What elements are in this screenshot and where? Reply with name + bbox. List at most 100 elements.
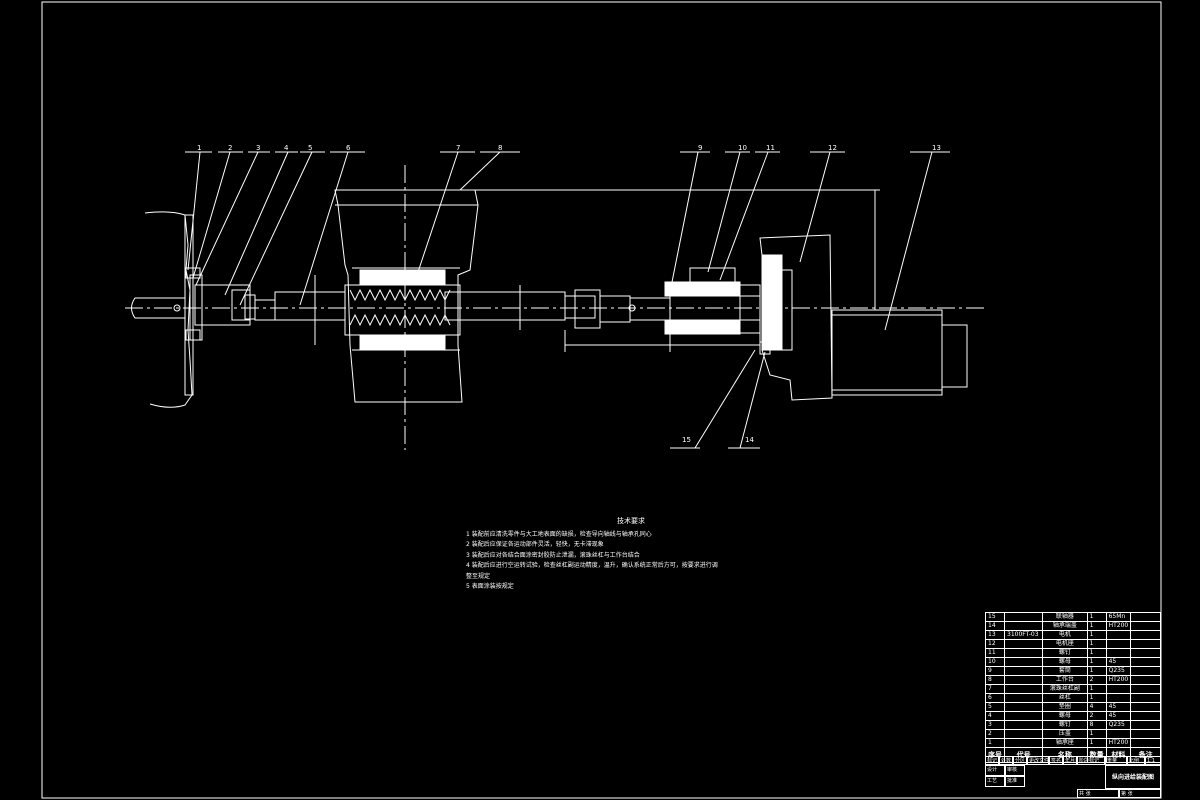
requirement-item: 3 装配后应对各结合面涂密封胶防止泄漏，滚珠丝杠与工作台结合 — [466, 551, 640, 559]
title-block: 标记处数分区更改文件号签名年月日设计审核工艺批准阶段标记重量比例1:1共 张第 … — [985, 756, 1161, 798]
sleeve-assembly — [664, 267, 771, 355]
bom-cell-material: 45 — [1105, 657, 1132, 667]
bom-cell-code — [1003, 720, 1044, 730]
bom-cell-material: 65Mn — [1105, 612, 1132, 622]
bom-cell-name: 轴承端盖 — [1042, 621, 1088, 631]
title-block-cell: 重量 — [1105, 756, 1127, 765]
bom-cell-no: 5 — [985, 702, 1005, 712]
bom-cell-note — [1130, 711, 1161, 721]
bom-cell-code: 3100FT-03 — [1003, 630, 1044, 640]
bom-cell-no: 7 — [985, 684, 1005, 694]
part-balloon-11: 11 — [766, 144, 775, 152]
bom-cell-qty: 4 — [1086, 702, 1107, 712]
bom-cell-note — [1130, 738, 1161, 748]
bom-cell-code — [1003, 612, 1044, 622]
bom-cell-no: 8 — [985, 675, 1005, 685]
bom-cell-code — [1003, 657, 1044, 667]
requirement-item: 5 表面涂装按规定 — [466, 583, 514, 590]
requirement-item: 4 装配后应进行空运转试验，检查丝杠副运动精度，温升，确认系统正常后方可，按要求… — [466, 562, 718, 569]
part-balloon-3: 3 — [256, 144, 260, 152]
bom-cell-code — [1003, 738, 1044, 748]
bom-cell-code — [1003, 648, 1044, 658]
bom-cell-note — [1130, 621, 1161, 631]
bom-cell-name: 螺母 — [1042, 711, 1088, 721]
part-balloon-1: 1 — [197, 144, 201, 152]
bom-cell-material: 45 — [1105, 702, 1132, 712]
bom-cell-name: 轴承座 — [1042, 738, 1088, 748]
bom-cell-code — [1003, 675, 1044, 685]
bom-cell-no: 9 — [985, 666, 1005, 676]
bom-cell-qty: 1 — [1086, 621, 1107, 631]
title-block-cell: 处数 — [999, 756, 1013, 765]
bom-header-no: 序号 — [985, 747, 1005, 763]
bom-cell-no: 13 — [985, 630, 1005, 640]
bom-cell-material: HT200 — [1105, 738, 1132, 748]
bom-cell-code — [1003, 621, 1044, 631]
title-block-cell: 年月日 — [1063, 756, 1077, 765]
bom-cell-note — [1130, 684, 1161, 694]
part-balloon-8: 8 — [498, 144, 502, 152]
bom-cell-qty: 2 — [1086, 711, 1107, 721]
bom-cell-note — [1130, 702, 1161, 712]
bom-cell-name: 螺钉 — [1042, 648, 1088, 658]
bom-cell-name: 螺钉 — [1042, 720, 1088, 730]
bom-cell-name: 垫圈 — [1042, 702, 1088, 712]
bom-cell-note — [1130, 657, 1161, 667]
bom-cell-code — [1003, 729, 1044, 739]
bom-cell-note — [1130, 720, 1161, 730]
bom-cell-name: 电机 — [1042, 630, 1088, 640]
part-balloon-5: 5 — [308, 144, 312, 152]
bom-cell-material — [1105, 648, 1132, 658]
bom-cell-no: 1 — [985, 738, 1005, 748]
bom-cell-note — [1130, 630, 1161, 640]
title-block-cell: 审核 — [1005, 765, 1025, 776]
title-block-cell: 批准 — [1005, 776, 1025, 787]
bom-cell-qty: 1 — [1086, 666, 1107, 676]
bom-cell-material — [1105, 693, 1132, 703]
requirement-item: 2 装配后应保证各运动部件灵活，轻快，无卡滞现象 — [466, 541, 604, 548]
bom-cell-no: 15 — [985, 612, 1005, 622]
drawing-title: 纵向进给装配图 — [1105, 765, 1161, 789]
bom-cell-no: 4 — [985, 711, 1005, 721]
bom-cell-no: 6 — [985, 693, 1005, 703]
bom-cell-note — [1130, 729, 1161, 739]
bom-cell-name: 联轴器 — [1042, 612, 1088, 622]
title-block-cell: 工艺 — [985, 776, 1005, 787]
technical-requirements-title: 技术要求 — [617, 517, 645, 525]
part-balloon-15: 15 — [682, 436, 691, 444]
bom-cell-name: 电机座 — [1042, 639, 1088, 649]
title-block-cell: 设计 — [985, 765, 1005, 776]
bom-cell-code — [1003, 711, 1044, 721]
bom-cell-material — [1105, 729, 1132, 739]
title-block-cell: 第 张 — [1119, 789, 1161, 798]
part-balloon-10: 10 — [738, 144, 747, 152]
bom-cell-qty: 1 — [1086, 684, 1107, 694]
bom-cell-note — [1130, 666, 1161, 676]
ball-screw-nut — [344, 269, 461, 351]
part-balloon-12: 12 — [828, 144, 837, 152]
bom-cell-qty: 1 — [1086, 657, 1107, 667]
bom-cell-material — [1105, 639, 1132, 649]
bom-cell-material — [1105, 684, 1132, 694]
bom-cell-qty: 8 — [1086, 720, 1107, 730]
part-balloon-14: 14 — [745, 436, 754, 444]
bom-cell-name: 螺母 — [1042, 657, 1088, 667]
dimension-lines — [335, 189, 880, 352]
bom-cell-material: Q235 — [1105, 666, 1132, 676]
part-balloon-4: 4 — [284, 144, 289, 152]
bom-cell-code — [1003, 684, 1044, 694]
bom-cell-qty: 1 — [1086, 639, 1107, 649]
bearing-housing — [144, 211, 256, 408]
bom-cell-qty: 1 — [1086, 729, 1107, 739]
bom-cell-note — [1130, 639, 1161, 649]
bom-cell-qty: 1 — [1086, 612, 1107, 622]
